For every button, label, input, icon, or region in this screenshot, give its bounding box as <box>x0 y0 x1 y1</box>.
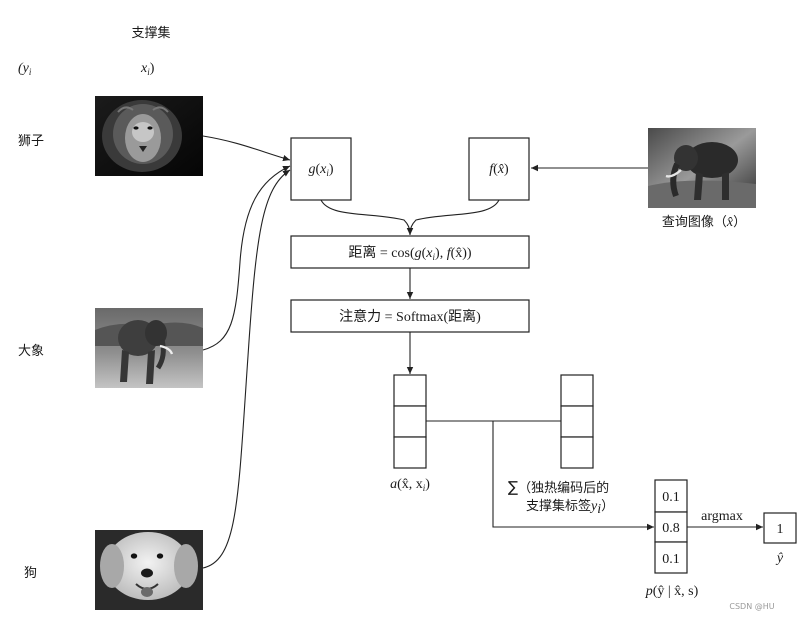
argmax-label: argmax <box>701 509 743 524</box>
elephant-image <box>95 308 203 388</box>
sum-label-line1: ∑（独热编码后的 <box>508 478 609 496</box>
support-set-title: 支撑集 <box>131 25 170 41</box>
prob-cell-2 <box>654 541 688 574</box>
distance-box <box>290 235 530 269</box>
attention-box <box>290 299 530 333</box>
support-pair-y: (yi <box>18 61 32 77</box>
prob-value-1: 0.8 <box>662 521 680 536</box>
attention-vector-label: a(x̂, xi) <box>390 477 430 493</box>
result-label: ŷ <box>775 551 784 566</box>
attention-formula: 注意力 = Softmax(距离) <box>339 308 481 325</box>
class-label-lion: 狮子 <box>18 134 44 149</box>
g-embedding-box <box>290 137 352 201</box>
prob-value-0: 0.1 <box>662 490 680 505</box>
output-prob-label: p(ŷ | x̂, s) <box>645 584 699 599</box>
prob-value-2: 0.1 <box>662 552 680 567</box>
lion-image <box>95 96 203 176</box>
class-label-elephant: 大象 <box>18 344 44 359</box>
distance-formula: 距离 = cos(g(xi), f(x̂)) <box>348 244 472 262</box>
result-box <box>763 512 797 544</box>
connector-lines <box>202 135 763 569</box>
query-image <box>648 128 756 208</box>
support-pair-x: xi) <box>140 61 155 77</box>
attention-vector <box>393 374 427 469</box>
watermark: CSDN @HU <box>729 602 774 611</box>
result-value: 1 <box>777 522 784 537</box>
query-image-label: 查询图像（x̂） <box>662 215 746 230</box>
f-embedding-label: f(x̂) <box>489 162 509 177</box>
f-embedding-box <box>468 137 530 201</box>
dog-image <box>95 530 203 610</box>
class-label-dog: 狗 <box>24 566 37 581</box>
sum-label-line2: 支撑集标签yi） <box>526 498 614 517</box>
label-vector <box>560 374 594 469</box>
g-embedding-label: g(xi) <box>308 162 333 178</box>
